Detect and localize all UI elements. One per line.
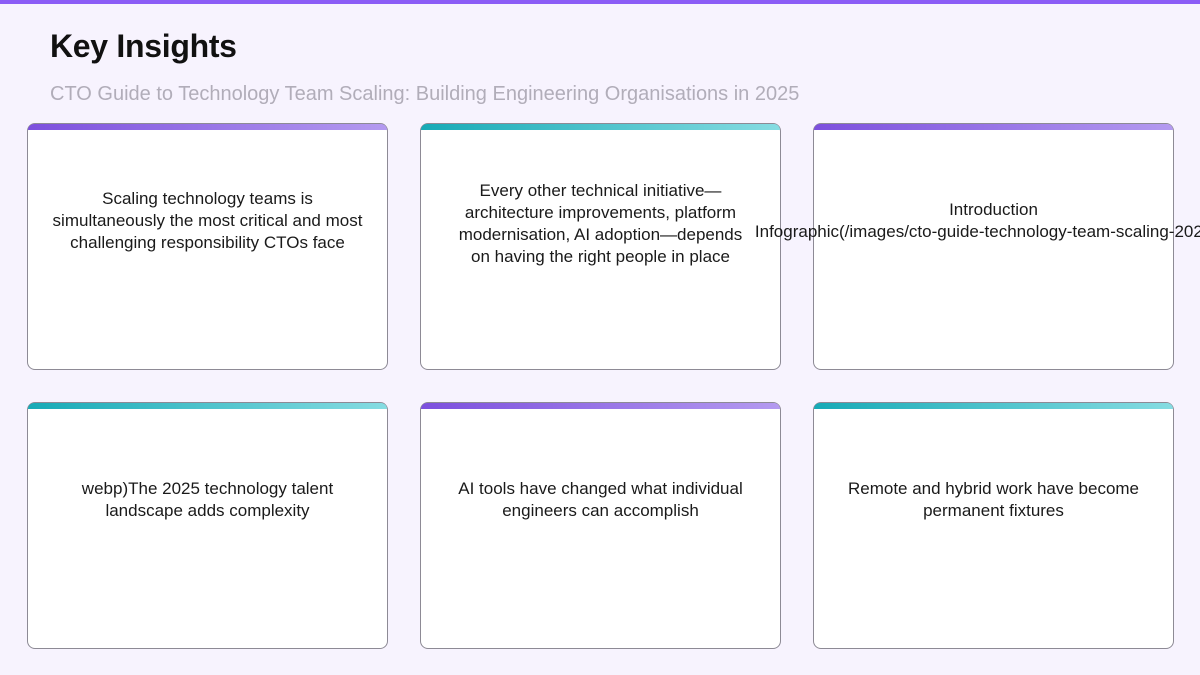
card-accent-bar — [814, 124, 1173, 130]
insight-card: Every other technical initiative—archite… — [420, 123, 781, 370]
insight-text: AI tools have changed what individual en… — [458, 478, 743, 520]
insight-card: Scaling technology teams is simultaneous… — [27, 123, 388, 370]
card-accent-bar — [28, 124, 387, 130]
insight-text: Remote and hybrid work have become perma… — [847, 478, 1140, 520]
insight-text: Introduction Infographic(/images/cto-gui… — [754, 199, 1200, 241]
page-title: Key Insights — [50, 28, 237, 64]
page-subtitle: CTO Guide to Technology Team Scaling: Bu… — [50, 83, 800, 105]
insight-text: webp)The 2025 technology talent landscap… — [81, 478, 334, 520]
insight-text: Every other technical initiative—archite… — [458, 180, 743, 266]
card-accent-bar — [814, 403, 1173, 409]
insight-text: Scaling technology teams is simultaneous… — [52, 188, 363, 252]
top-accent-bar — [0, 0, 1200, 4]
insight-card: Introduction Infographic(/images/cto-gui… — [754, 123, 1200, 370]
insight-card: webp)The 2025 technology talent landscap… — [27, 402, 388, 649]
insights-grid: Scaling technology teams is simultaneous… — [27, 123, 1200, 649]
card-accent-bar — [28, 403, 387, 409]
insight-card: Remote and hybrid work have become perma… — [813, 402, 1174, 649]
card-accent-bar — [421, 403, 780, 409]
card-accent-bar — [421, 124, 780, 130]
insight-card: AI tools have changed what individual en… — [420, 402, 781, 649]
